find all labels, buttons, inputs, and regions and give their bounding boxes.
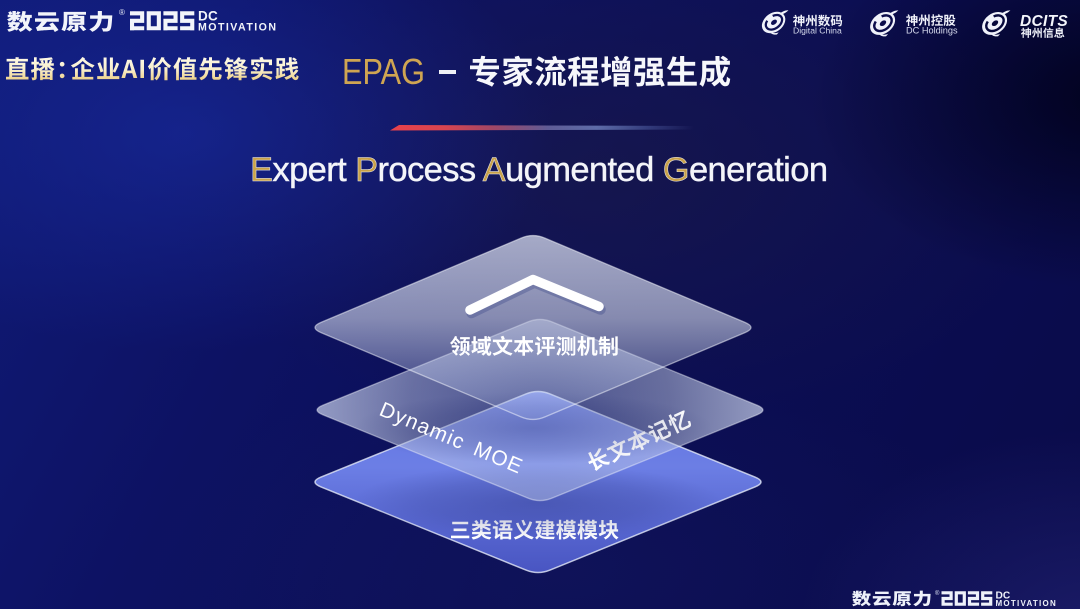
svg-text:®: ® [935, 590, 940, 597]
svg-text:MOTIVATION: MOTIVATION [198, 22, 277, 34]
svg-text:®: ® [119, 8, 125, 17]
svg-text:Digital China: Digital China [793, 25, 842, 35]
svg-text:MOTIVATION: MOTIVATION [996, 599, 1058, 608]
svg-text:DC: DC [198, 9, 218, 24]
svg-text:DC: DC [996, 590, 1011, 601]
svg-text:DC Holdings: DC Holdings [906, 26, 958, 36]
svg-text:DCITS: DCITS [1020, 13, 1068, 30]
